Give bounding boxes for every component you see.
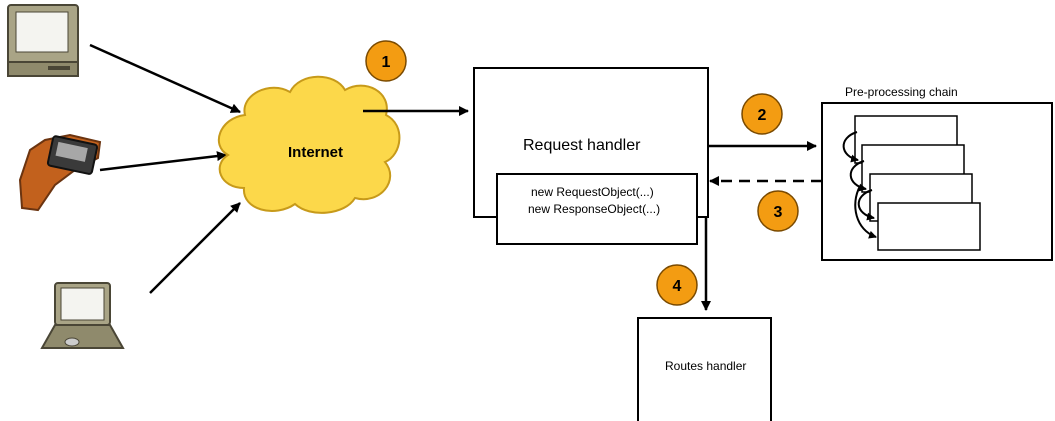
step-badge-1-label: 1: [382, 54, 391, 71]
chain-link-arrow: [857, 189, 875, 221]
internet-label: Internet: [288, 144, 343, 161]
step-badge-4-label: 4: [673, 278, 682, 295]
chain-link-arrow: [854, 185, 877, 239]
chain-step: [877, 202, 981, 251]
chain-link-arrow: [849, 160, 867, 192]
preprocessing-chain-box: Pre-processing chain: [821, 85, 1053, 261]
step-badge-1: 1: [365, 40, 407, 82]
arrow-desktop-to-internet: [89, 43, 241, 114]
pda-in-hand-icon: [18, 133, 102, 212]
arrow-laptop-to-internet: [149, 202, 241, 294]
response-object-label: new ResponseObject(...): [528, 202, 660, 216]
request-handler-label: Request handler: [523, 137, 641, 154]
step-badge-4: 4: [656, 264, 698, 306]
object-construction-box: new RequestObject(...) new ResponseObjec…: [496, 173, 698, 245]
step-badge-2: 2: [741, 93, 783, 135]
arrow-pda-to-internet: [99, 151, 227, 172]
desktop-computer-icon: [7, 4, 79, 77]
routes-handler-box: Routes handler: [637, 317, 772, 421]
internet-cloud: Internet: [217, 75, 401, 214]
step-badge-3: 3: [757, 190, 799, 232]
routes-handler-label: Routes handler: [665, 359, 746, 373]
laptop-icon: [40, 282, 125, 349]
step-badge-3-label: 3: [774, 204, 783, 221]
step-badge-2-label: 2: [758, 107, 767, 124]
preprocessing-chain-label: Pre-processing chain: [845, 85, 958, 99]
request-object-label: new RequestObject(...): [531, 185, 654, 199]
chain-link-arrow: [842, 131, 859, 163]
